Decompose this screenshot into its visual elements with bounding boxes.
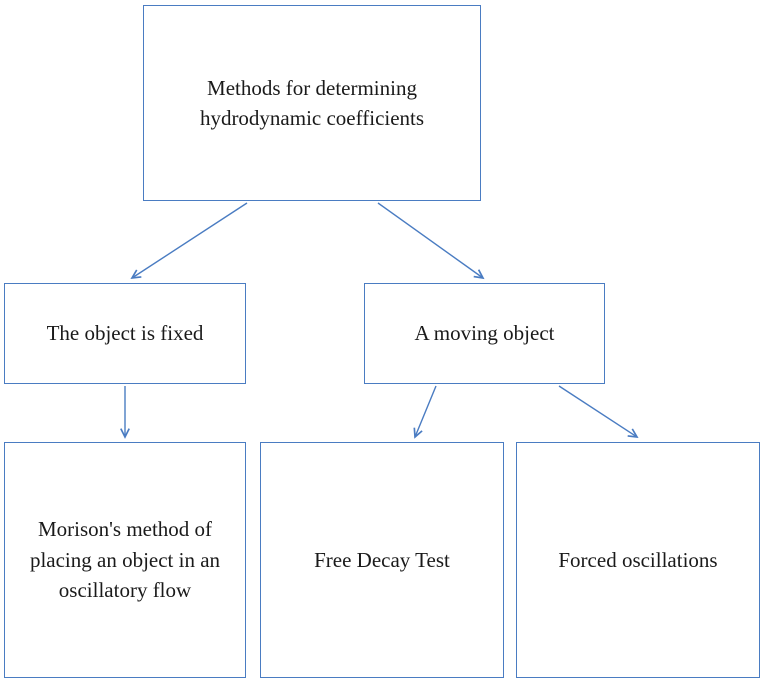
node-free-decay-test: Free Decay Test [260,442,504,678]
arrow-root-to-moving [377,202,485,280]
node-morison-method: Morison's method of placing an object in… [4,442,246,678]
node-moving-object: A moving object [364,283,605,384]
arrow-moving-to-free-decay [413,385,437,439]
arrow-root-to-fixed [130,202,248,280]
node-free-decay-test-label: Free Decay Test [314,547,450,572]
node-forced-oscillations-label: Forced oscillations [558,547,718,572]
node-root-label: Methods for determining hydrodynamic coe… [199,75,425,130]
arrow-moving-to-forced [558,385,639,439]
node-moving-object-label: A moving object [414,321,555,346]
node-morison-method-label: Morison's method of placing an object in… [29,517,221,603]
node-root: Methods for determining hydrodynamic coe… [143,5,481,201]
node-object-fixed: The object is fixed [4,283,246,384]
node-object-fixed-label: The object is fixed [46,321,204,346]
node-forced-oscillations: Forced oscillations [516,442,760,678]
